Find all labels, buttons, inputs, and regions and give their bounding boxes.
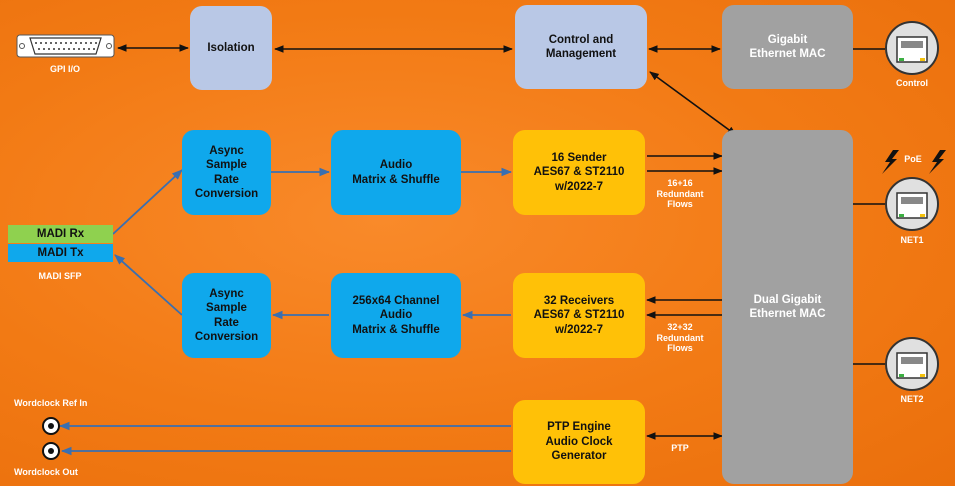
async-src-top-block: Async Sample Rate Conversion <box>182 130 271 215</box>
ptp-label: PTP <box>671 443 689 453</box>
async-src-bottom-block: Async Sample Rate Conversion <box>182 273 271 358</box>
madi-sfp-label: MADI SFP <box>38 271 82 281</box>
control-arrows <box>117 44 885 440</box>
poe-label: PoE <box>904 154 922 164</box>
rj45-port-icon <box>885 337 939 391</box>
wordclock-out-label: Wordclock Out <box>14 467 78 477</box>
madi-tx-block: MADI Tx <box>8 244 113 262</box>
isolation-block: Isolation <box>190 6 272 90</box>
madi-rx-block: MADI Rx <box>8 225 113 243</box>
port-net1-label: NET1 <box>900 235 924 245</box>
channel-matrix-block: 256x64 Channel Audio Matrix & Shuffle <box>331 273 461 358</box>
dual-gigabit-mac-block: Dual Gigabit Ethernet MAC <box>722 130 853 484</box>
lightning-icon <box>929 150 946 174</box>
sender-flows-label: 16+16 Redundant Flows <box>656 178 704 209</box>
rj45-port-icon <box>885 21 939 75</box>
bnc-connector-icon <box>42 442 60 460</box>
audio-matrix-block: Audio Matrix & Shuffle <box>331 130 461 215</box>
sender-block: 16 Sender AES67 & ST2110 w/2022-7 <box>513 130 645 215</box>
rj45-port-icon <box>885 177 939 231</box>
receivers-block: 32 Receivers AES67 & ST2110 w/2022-7 <box>513 273 645 358</box>
control-management-block: Control and Management <box>515 5 647 89</box>
bnc-connector-icon <box>42 417 60 435</box>
port-net2-label: NET2 <box>900 394 924 404</box>
ptp-engine-block: PTP Engine Audio Clock Generator <box>513 400 645 484</box>
db25-connector-icon <box>16 34 115 58</box>
port-control-label: Control <box>896 78 928 88</box>
lightning-icon <box>882 150 899 174</box>
receiver-flows-label: 32+32 Redundant Flows <box>656 322 704 353</box>
gigabit-mac-block: Gigabit Ethernet MAC <box>722 5 853 89</box>
wordclock-in-label: Wordclock Ref In <box>14 398 88 408</box>
gpi-label: GPI I/O <box>49 64 80 74</box>
audio-arrows <box>58 167 513 456</box>
